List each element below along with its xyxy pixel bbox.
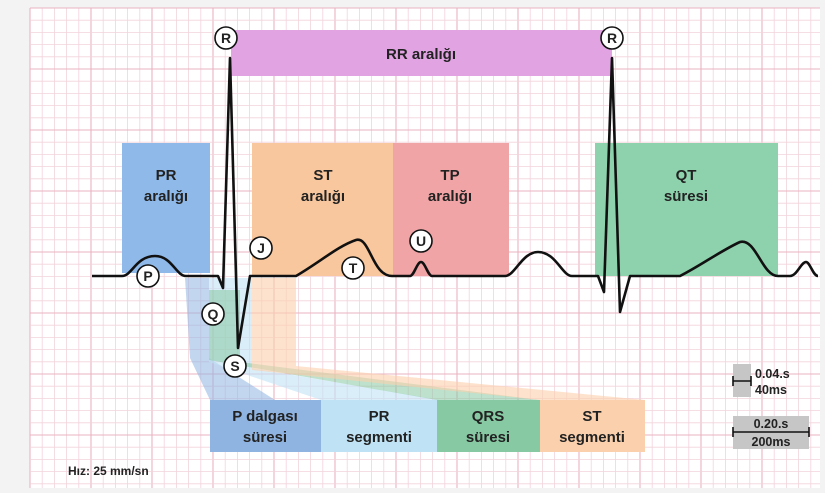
p-marker-label: P [143, 268, 152, 284]
st-segment-label-line2: segmenti [559, 429, 625, 446]
p-wave-duration-label-line1: P dalgası [232, 408, 298, 425]
p-wave-duration-label-line2: süresi [243, 429, 287, 446]
pr-segment-box [321, 400, 437, 452]
t-marker: T [341, 256, 365, 280]
s-marker: S [223, 354, 247, 378]
qt-interval-label-line2: süresi [664, 188, 708, 205]
tp-interval-label-line1: TP [440, 167, 459, 184]
t-marker-label: T [349, 260, 358, 276]
qrs-duration-box [437, 400, 540, 452]
st-segment-label-line1: ST [582, 408, 601, 425]
ecg-waveform [92, 56, 819, 350]
j-marker: J [249, 236, 273, 260]
st-interval-label-line1: ST [313, 167, 332, 184]
scale-small-time: 0.04.s [755, 367, 790, 381]
pr-segment-label-line1: PR [369, 408, 390, 425]
r2-marker: R [600, 26, 624, 50]
qrs-duration-label-line2: süresi [466, 429, 510, 446]
rr-interval-label: RR aralığı [386, 46, 456, 63]
u-marker-label: U [416, 233, 426, 249]
r1-marker: R [214, 26, 238, 50]
r2-marker-label: R [607, 30, 617, 46]
st-segment-box [540, 400, 645, 452]
qrs-duration-label-line1: QRS [472, 408, 505, 425]
scale-legend-small: 0.04.s 40ms [732, 364, 790, 397]
scale-legend-large: 0.20.s 200ms [732, 416, 810, 449]
q-marker: Q [201, 302, 225, 326]
u-marker: U [409, 229, 433, 253]
scale-large-ms: 200ms [752, 435, 791, 449]
paper-speed-label: Hız: 25 mm/sn [68, 464, 149, 478]
q-marker-label: Q [208, 306, 219, 322]
p-marker: P [136, 264, 160, 288]
s-marker-label: S [230, 358, 239, 374]
rr-interval-box [231, 30, 612, 76]
r1-marker-label: R [221, 30, 231, 46]
scale-small-ms: 40ms [755, 383, 787, 397]
qt-interval-box [595, 143, 778, 276]
tp-interval-box [393, 143, 509, 276]
pr-interval-label-line2: aralığı [144, 188, 188, 205]
j-marker-label: J [257, 240, 265, 256]
qt-interval-label-line1: QT [676, 167, 697, 184]
p-wave-duration-box [210, 400, 321, 452]
st-interval-label-line2: aralığı [301, 188, 345, 205]
pr-interval-label-line1: PR [156, 167, 177, 184]
tp-interval-label-line2: aralığı [428, 188, 472, 205]
st-segment-projection [252, 278, 645, 400]
pr-segment-label-line2: segmenti [346, 429, 412, 446]
pr-interval-box [122, 143, 210, 273]
scale-large-time: 0.20.s [754, 417, 789, 431]
